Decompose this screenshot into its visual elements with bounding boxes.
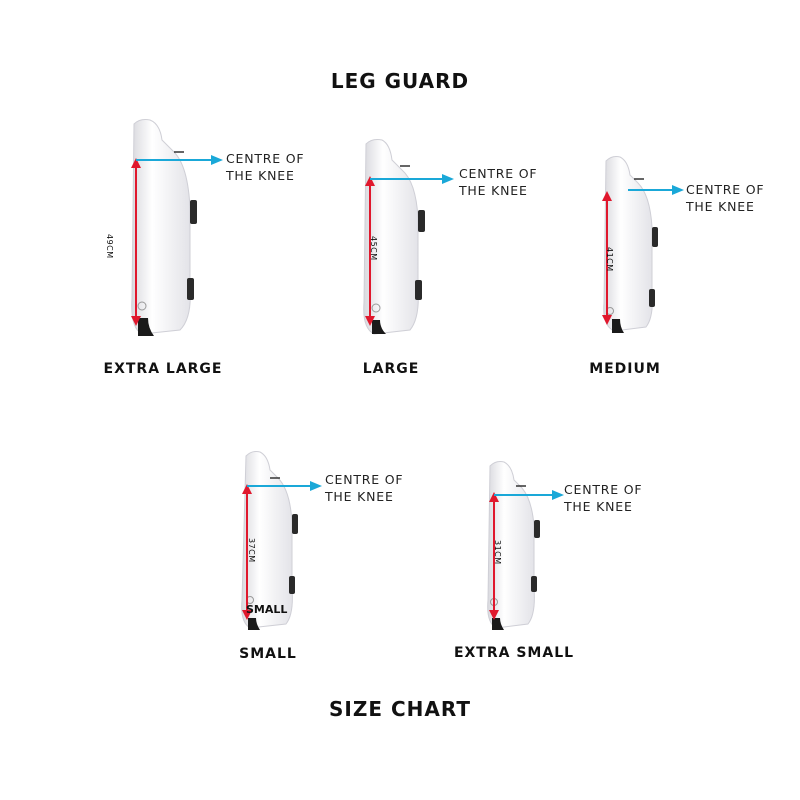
leg-guard-extra-small: 31CM [478,460,564,632]
leg-guard-large: 45CM [350,138,454,338]
size-label-large: LARGE [362,361,420,377]
leg-guard-illustration [363,139,454,335]
leg-guard-illustration [487,461,564,630]
length-measurement: 49CM [105,234,114,259]
leg-guard-illustration [241,451,322,630]
size-label-medium: MEDIUM [589,361,661,377]
length-measurement: 31CM [493,540,502,565]
page-title: LEG GUARD [330,69,470,93]
leg-guard-illustration [602,156,684,333]
size-label-small: SMALL [239,646,297,662]
length-measurement: 37CM [247,538,256,563]
size-label-extra-small: EXTRA SMALL [453,645,575,661]
length-measurement: 45CM [369,236,378,261]
size-label-extra-large: EXTRA LARGE [103,361,223,377]
leg-guard-illustration [131,119,223,336]
leg-guard-extra-large: 49CM [105,118,223,340]
leg-guard-small: 37CM SMALL [232,450,322,632]
leg-guard-medium: 41CM [592,155,684,335]
guard-size-print: SMALL [246,603,288,616]
size-chart-title: SIZE CHART [328,697,471,721]
length-measurement: 41CM [605,247,614,272]
